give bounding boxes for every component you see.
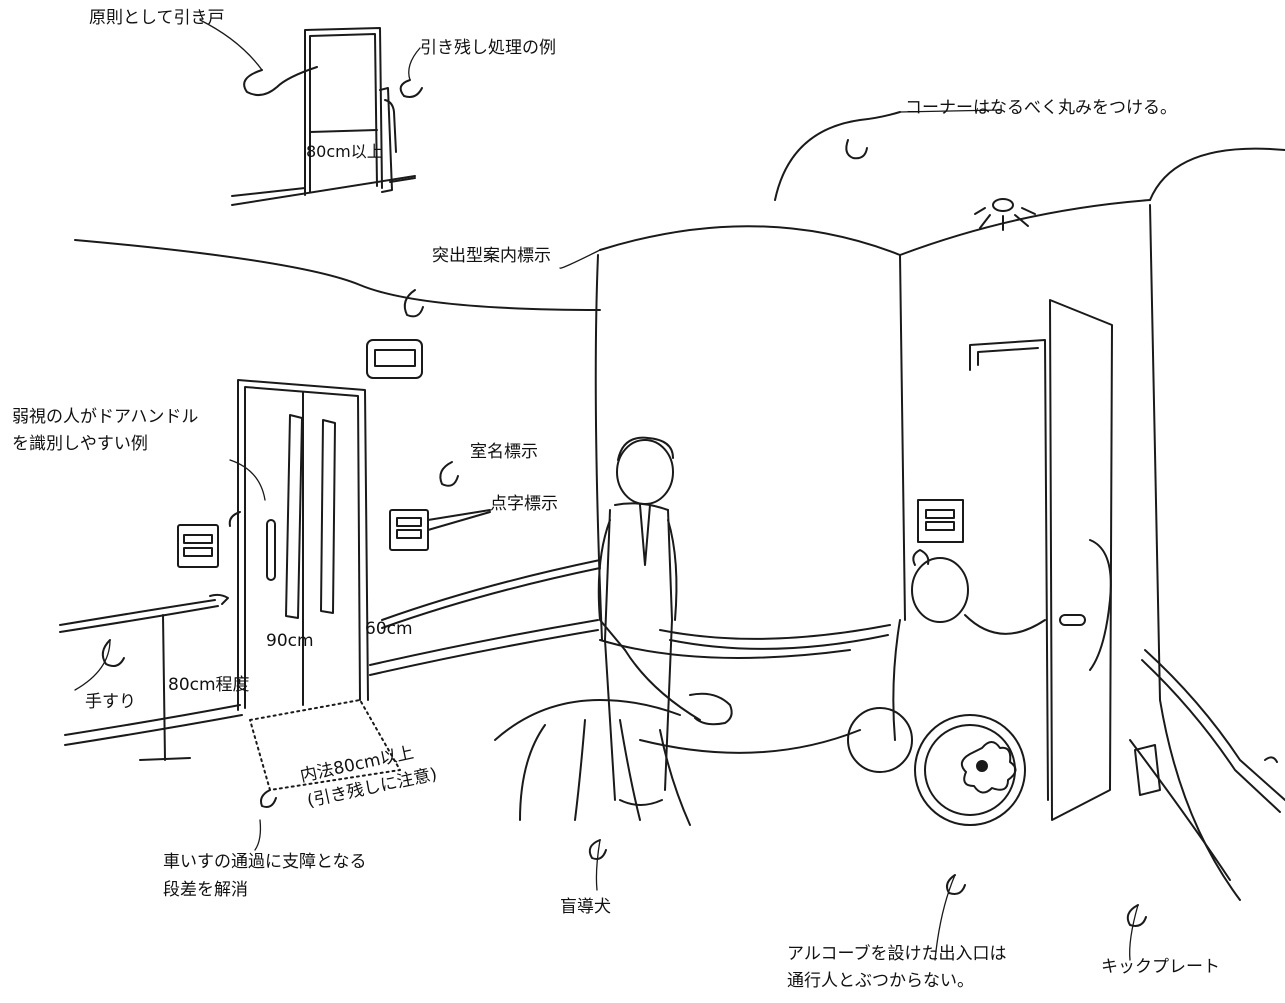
label-room-name-sign: 室名標示: [470, 442, 538, 462]
left-handrail: [59, 524, 243, 761]
label-dim-60: 60cm: [365, 619, 413, 639]
man-figure: [597, 436, 678, 806]
label-alcove-line2: 通行人とぶつからない。: [787, 971, 974, 991]
leader-lines: [74, 19, 1139, 961]
wheelchair-user-figure: [847, 299, 1147, 927]
label-sliding-door: 原則として引き戸: [89, 8, 225, 28]
label-width-80: 80cm以上: [306, 142, 383, 161]
label-braille-sign: 点字標示: [490, 494, 558, 514]
label-remaining-sliding: 引き残し処理の例: [420, 38, 556, 58]
label-guide-dog: 盲導犬: [560, 897, 611, 917]
room-structure: [74, 111, 1285, 901]
label-dim-90: 90cm: [266, 631, 314, 651]
label-low-vision-line1: 弱視の人がドアハンドル: [12, 407, 199, 427]
label-alcove-line1: アルコーブを設けた出入口は: [787, 944, 1007, 964]
sliding-door-inset: [231, 27, 423, 206]
guide-dog-figure: [494, 649, 733, 860]
label-low-vision-line2: を識別しやすい例: [12, 434, 148, 454]
label-step-line1: 車いすの通過に支障となる: [163, 852, 367, 872]
label-rounded-corner: コーナーはなるべく丸みをつける。: [905, 98, 1177, 118]
double-door: [228, 289, 601, 808]
label-handrail: 手すり: [85, 692, 136, 712]
label-kick-plate: キックプレート: [1101, 957, 1220, 977]
label-step-line2: 段差を解消: [163, 880, 248, 900]
label-projecting-sign: 突出型案内標示: [432, 246, 551, 266]
right-handrail: [1129, 649, 1285, 881]
label-about-80: 80cm程度: [168, 675, 250, 695]
